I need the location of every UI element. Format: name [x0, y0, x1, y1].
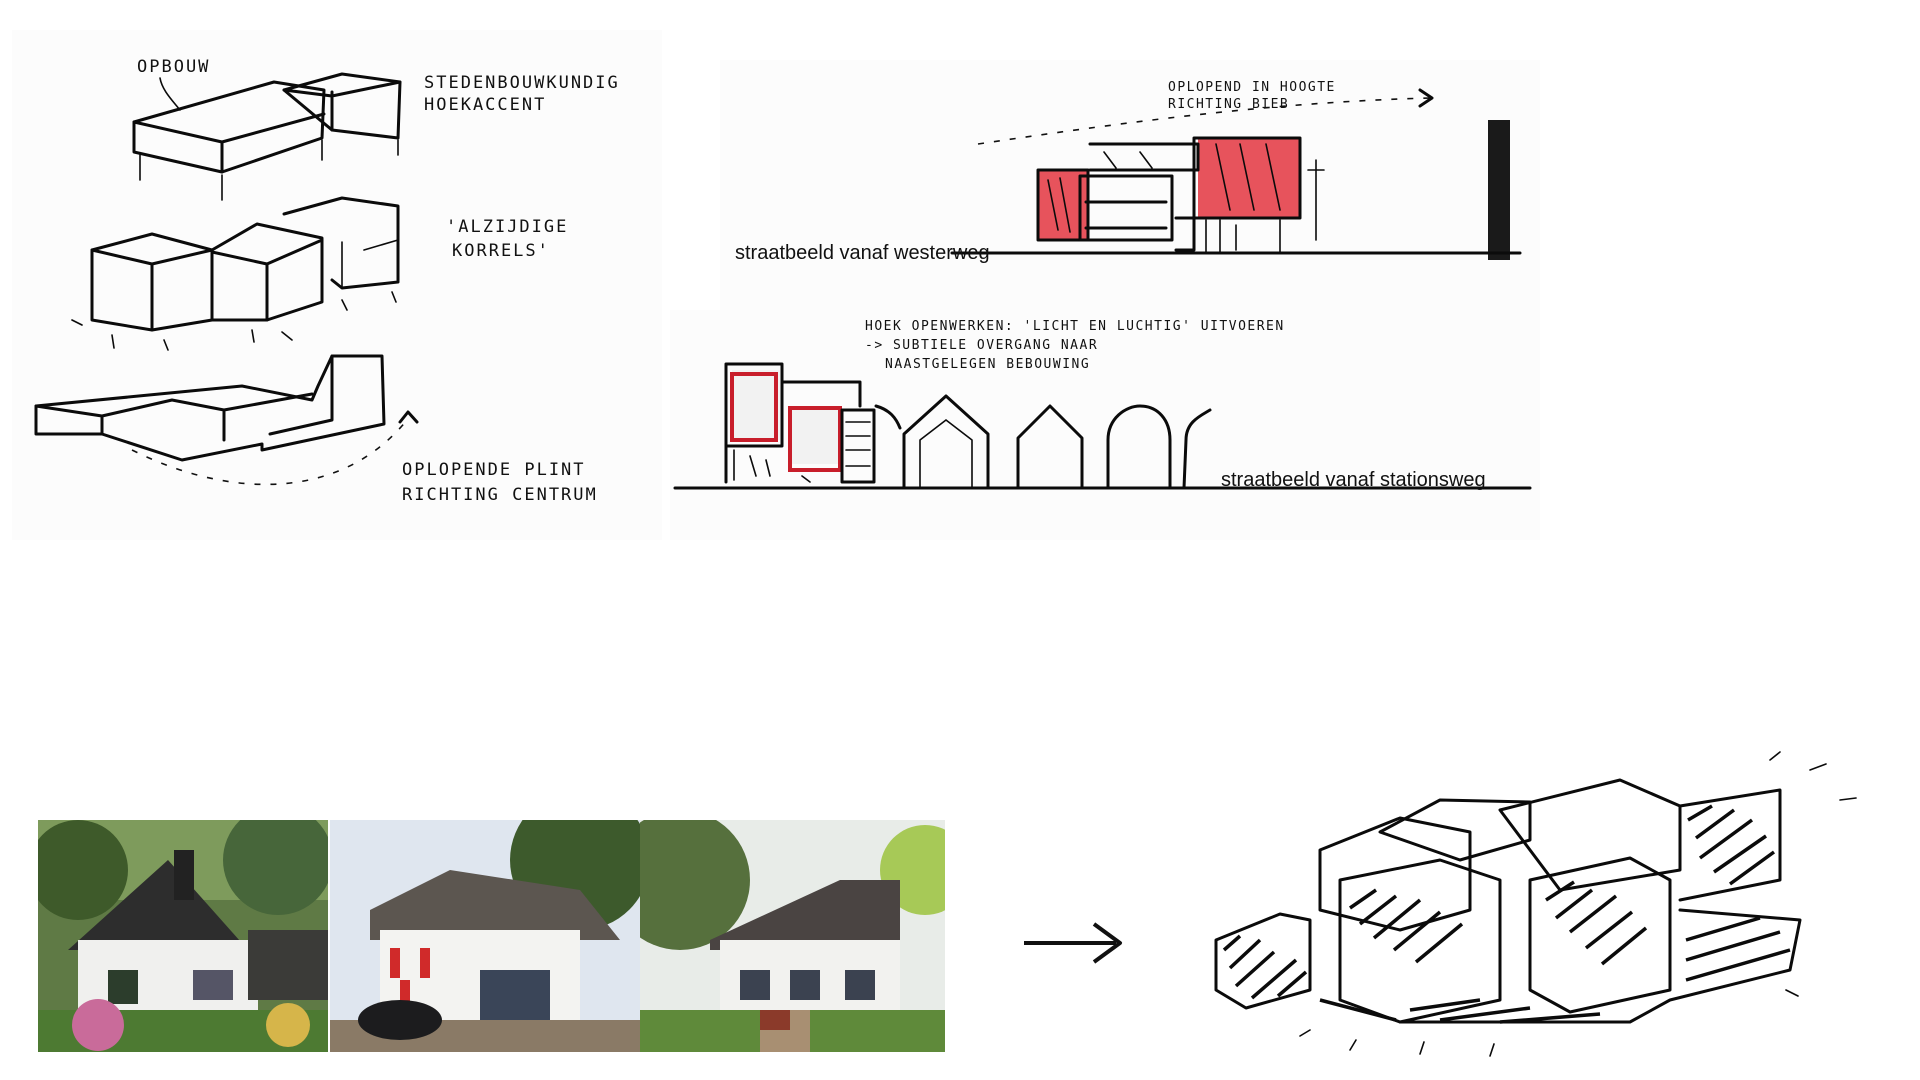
elevation-westerweg: OPLOPEND IN HOOGTE RICHTING BIEB straatb…: [735, 80, 1522, 264]
final-massing-panel: [1200, 740, 1880, 1060]
westerweg-caption: straatbeeld vanaf westerweg: [735, 242, 990, 264]
photo-white-cottage: [38, 820, 328, 1052]
opbouw-leader: [159, 77, 181, 111]
stationsweg-note-1: HOEK OPENWERKEN: 'LICHT EN LUCHTIG' UITV…: [865, 319, 1285, 334]
elevation-stationsweg: HOEK OPENWERKEN: 'LICHT EN LUCHTIG' UITV…: [673, 319, 1532, 491]
westerweg-note-1: OPLOPEND IN HOOGTE: [1168, 80, 1336, 95]
photo-red-shutter-house: [330, 820, 640, 1052]
westerweg-note-2: RICHTING BIEB: [1168, 97, 1289, 112]
stationsweg-caption: straatbeeld vanaf stationsweg: [1221, 469, 1486, 491]
elevation-stationsweg-panel: HOEK OPENWERKEN: 'LICHT EN LUCHTIG' UITV…: [670, 310, 1540, 540]
motion-strokes: [1299, 751, 1857, 1057]
massing-volumes: [1214, 778, 1802, 1024]
westerweg-building: [1036, 136, 1325, 253]
korrels-block: [71, 196, 400, 351]
label-opbouw: OPBOUW: [137, 57, 210, 77]
massing-sketches: OPBOUW STEDENBOUWKUNDIG HOEKACCENT 'ALZI…: [34, 57, 620, 505]
photo-white-villa: [640, 820, 945, 1052]
label-plint-2: RICHTING CENTRUM: [402, 485, 598, 505]
label-korrels-2: KORRELS': [452, 241, 550, 261]
massing-hatching: [1222, 804, 1791, 1024]
stationsweg-building: [724, 362, 902, 484]
height-trend-line: [977, 97, 1431, 145]
final-massing-sketch: [1214, 751, 1857, 1057]
label-korrels-1: 'ALZIJDIGE: [446, 217, 568, 237]
stationsweg-note-2: -> SUBTIELE OVERGANG NAAR: [865, 338, 1098, 353]
massing-sketch-panel: OPBOUW STEDENBOUWKUNDIG HOEKACCENT 'ALZI…: [12, 30, 662, 540]
label-plint-1: OPLOPENDE PLINT: [402, 460, 586, 480]
height-arrow-icon: [1418, 88, 1434, 108]
label-hoekaccent-1: STEDENBOUWKUNDIG: [424, 73, 620, 93]
elevation-westerweg-panel: OPLOPEND IN HOOGTE RICHTING BIEB straatb…: [720, 60, 1540, 310]
stationsweg-note-3: NAASTGELEGEN BEBOUWING: [885, 357, 1090, 372]
opbouw-block: [132, 72, 402, 201]
plint-block: [34, 354, 419, 486]
neighbour-houses: [902, 394, 1212, 490]
neighbour-wall: [1488, 120, 1510, 260]
label-hoekaccent-2: HOEKACCENT: [424, 95, 546, 115]
right-arrow-icon: [1024, 922, 1122, 964]
